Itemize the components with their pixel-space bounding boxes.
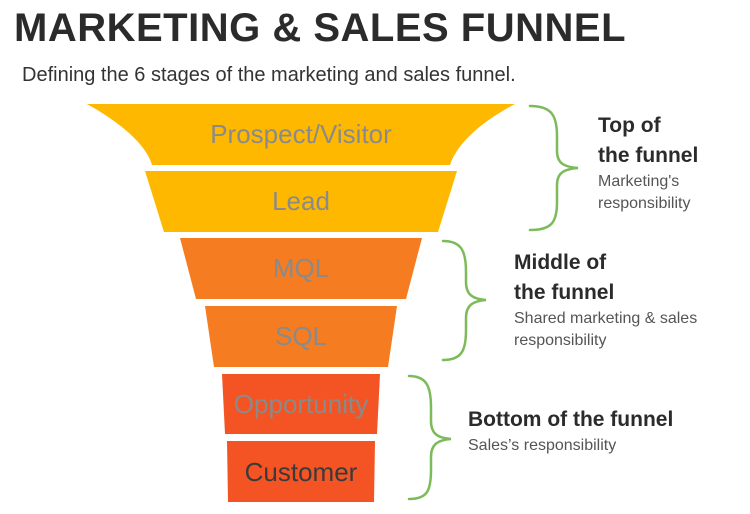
stage-label-lead: Lead [272,186,330,216]
stage-label-mql: MQL [273,253,329,283]
group-heading-line: Bottom of the funnel [468,408,674,431]
group-description-line: responsibility [598,195,691,212]
stage-label-prospect: Prospect/Visitor [210,119,392,149]
group-description-line: Marketing's [598,173,680,190]
stage-shape-sql [205,306,397,367]
group-description-line: Shared marketing & sales [514,310,698,327]
bracket-middle [441,239,487,362]
group-heading-line: Top of [598,114,661,137]
group-middle-of-funnel: Middle of the funnel Shared marketing & … [514,248,697,352]
group-bottom-of-funnel: Bottom of the funnel Sales’s responsibil… [468,405,673,457]
stage-shape-mql [180,238,422,299]
stage-label-opportunity: Opportunity [234,389,368,419]
stage-label-customer: Customer [245,457,358,487]
group-description-line: Sales’s responsibility [468,437,617,454]
bracket-bottom [407,374,452,501]
stage-shape-customer [227,441,375,502]
stage-shape-opportunity [222,374,380,434]
stage-label-sql: SQL [275,321,327,351]
group-description-line: responsibility [514,332,607,349]
bracket-top [528,104,579,232]
page-title: MARKETING & SALES FUNNEL [14,6,626,50]
stage-shape-prospect [87,104,515,165]
stage-shape-lead [145,171,457,232]
group-heading-line: Middle of [514,251,607,274]
group-heading-line: the funnel [514,281,615,304]
group-top-of-funnel: Top of the funnel Marketing's responsibi… [598,111,698,215]
group-heading-line: the funnel [598,144,699,167]
page-subtitle: Defining the 6 stages of the marketing a… [22,64,516,86]
